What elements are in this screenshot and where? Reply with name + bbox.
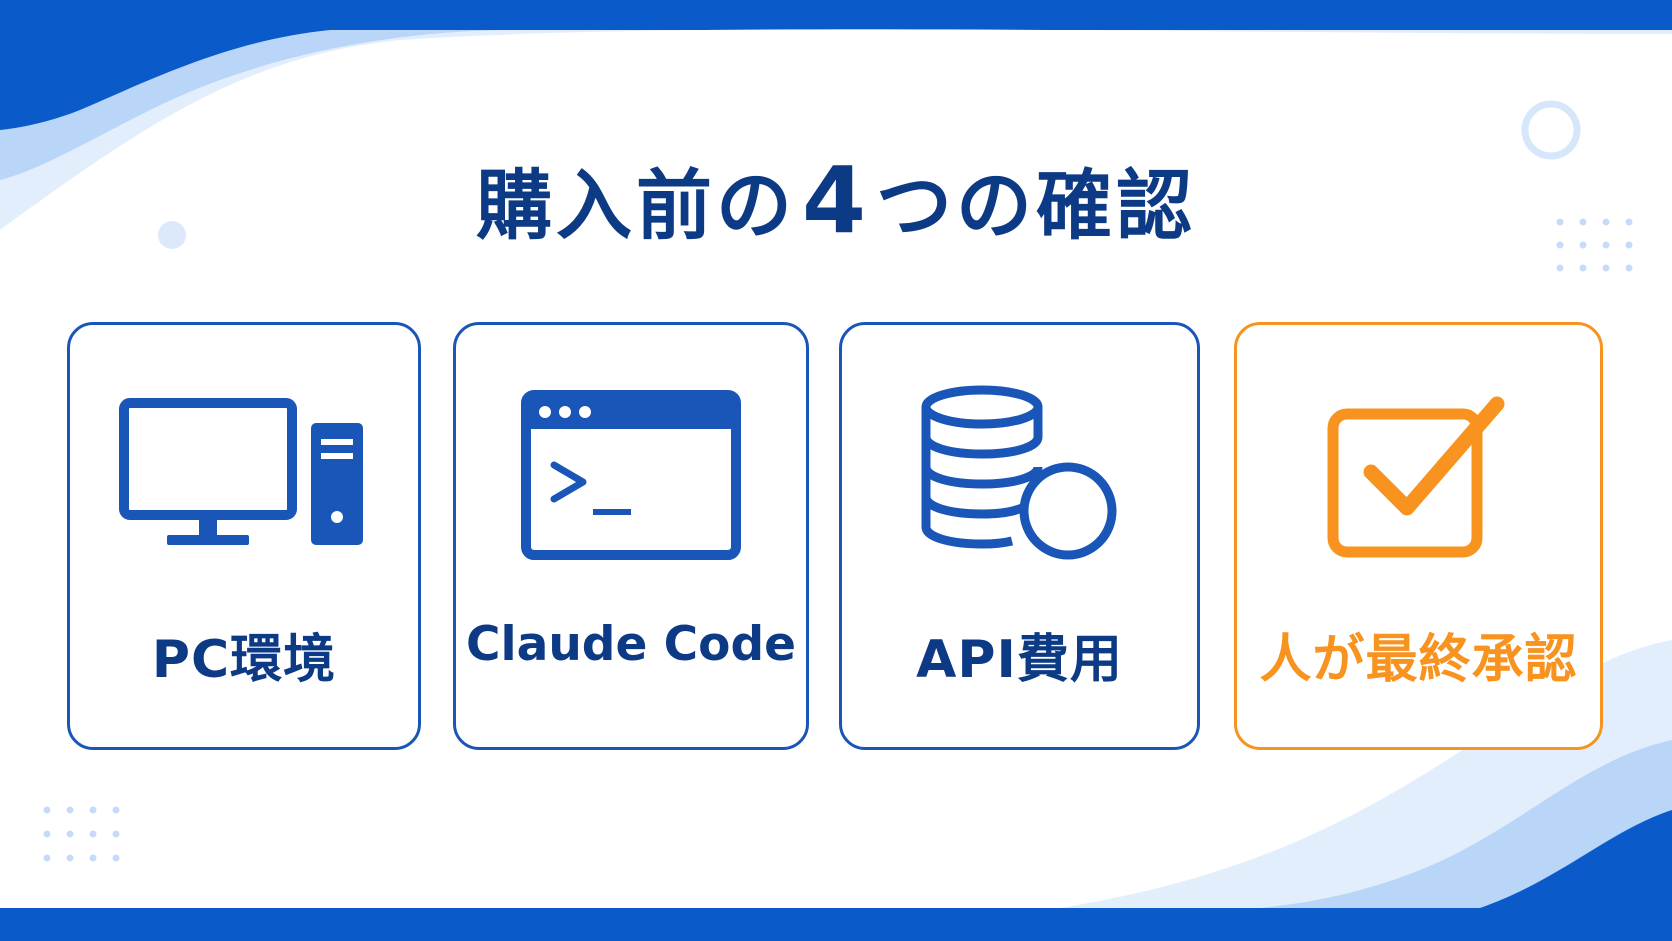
card-claude-code: Claude Code — [453, 322, 809, 750]
terminal-window-icon — [456, 385, 806, 565]
page-title: 購入前の4つの確認 — [0, 150, 1672, 251]
card-final-approval: 人が最終承認 — [1234, 322, 1603, 750]
ring-decoration — [1521, 100, 1581, 160]
dot-grid-top-right — [1556, 218, 1633, 272]
dot-grid-bottom-left — [43, 806, 120, 862]
title-number: 4 — [801, 147, 870, 254]
title-suffix: つの確認 — [876, 161, 1196, 250]
top-left-wave-dark — [0, 30, 330, 130]
dot-decoration — [158, 221, 186, 249]
title-prefix: 購入前の — [475, 161, 796, 250]
bottom-band — [0, 908, 1672, 941]
card-api-cost: API費用 — [839, 322, 1200, 750]
desktop-computer-icon — [70, 385, 418, 565]
card-label: PC環境 — [151, 630, 337, 690]
checkbox-check-icon — [1237, 385, 1600, 565]
card-pc-environment: PC環境 — [67, 322, 421, 750]
card-label: 人が最終承認 — [1259, 630, 1578, 690]
coin-stack-icon — [842, 385, 1197, 565]
card-label: Claude Code — [466, 617, 796, 672]
card-label: API費用 — [916, 630, 1123, 690]
bottom-right-wave-dark — [1480, 810, 1672, 908]
top-band — [0, 0, 1672, 30]
